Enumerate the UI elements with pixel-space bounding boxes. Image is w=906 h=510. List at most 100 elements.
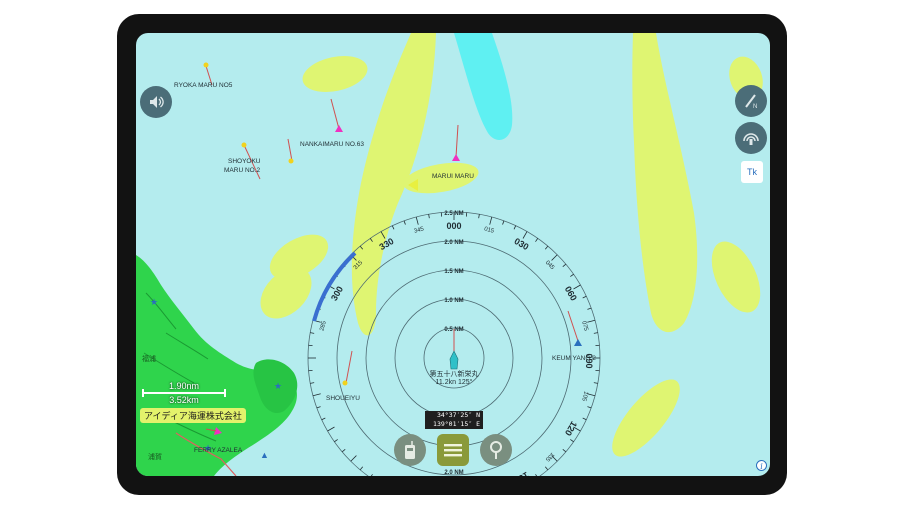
north-up-button[interactable]: N	[735, 85, 767, 117]
svg-text:★: ★	[274, 381, 282, 391]
bearing-135: 135	[543, 451, 555, 463]
bearing-tick	[573, 284, 581, 290]
bearing-000: 000	[446, 221, 461, 231]
radio-icon	[405, 441, 415, 459]
range-label-1.0: 1.0 NM	[444, 298, 463, 304]
caution-zones	[260, 33, 763, 457]
vessel-label: MARUI MARU	[432, 173, 474, 180]
bearing-tick	[369, 238, 373, 242]
signal-button[interactable]	[735, 122, 767, 154]
nautical-map[interactable]: 福浦 浦賀 ★ ★ ★ ▲ 0.5 NM 1.0 NM 1.5 NM 2.0 N…	[136, 33, 770, 476]
bearing-tick	[316, 406, 321, 409]
svg-text:★: ★	[204, 443, 212, 453]
position-readout: 34°37′25″ N 139°01′15″ E	[425, 411, 483, 429]
bearing-315: 315	[353, 259, 365, 271]
bearing-tick	[312, 393, 321, 397]
bearing-tick	[403, 220, 406, 225]
own-ship-icon	[449, 350, 459, 370]
bearing-tick	[544, 466, 549, 471]
bearing-tick	[582, 417, 587, 421]
bearing-105: 105	[580, 390, 589, 402]
bearing-120: 120	[563, 419, 579, 437]
bearing-tick	[327, 426, 335, 432]
own-ship-speed: 11.2kn 125°	[436, 378, 473, 386]
bearing-tick	[391, 225, 395, 230]
menu-button[interactable]	[437, 434, 469, 466]
vessel-ryoka-maru[interactable]: RYOKA MARU NO5	[174, 62, 233, 90]
scale-bar	[142, 389, 226, 397]
bearing-tick	[587, 393, 596, 397]
bearing-285: 285	[319, 320, 328, 332]
vessel-keum-yang[interactable]: KEUM YANG 2	[552, 310, 596, 362]
bearing-tick	[587, 319, 596, 323]
vessel-layer: RYOKA MARU NO5 NANKAIMARU NO.63 SHOYOKU …	[174, 62, 596, 454]
bearing-tick	[341, 448, 346, 453]
bearing-tick	[428, 214, 430, 219]
bearing-015: 015	[483, 226, 495, 235]
vessel-label: FERRY AZALEA	[194, 447, 243, 454]
search-button[interactable]	[480, 434, 512, 466]
bearing-tick	[380, 231, 386, 239]
bearing-tick	[513, 225, 517, 230]
speaker-icon	[150, 96, 164, 108]
bearing-tick	[535, 238, 539, 242]
svg-text:▲: ▲	[260, 450, 269, 460]
bearing-tick	[535, 474, 538, 476]
vessel-label: SHOYOKU	[228, 158, 261, 165]
longitude: 139°01′15″ E	[433, 420, 480, 428]
bearing-tick	[544, 245, 549, 250]
land-label-uraga: 浦賀	[148, 452, 162, 461]
vessel-ferry-azalea[interactable]: FERRY AZALEA	[194, 427, 243, 454]
bearing-tick	[562, 448, 567, 453]
tk-button[interactable]: Tk	[741, 161, 763, 183]
bearing-150: 150	[512, 470, 530, 476]
bearing-tick	[415, 216, 419, 225]
bearing-tick	[478, 214, 480, 219]
info-button[interactable]: i	[756, 460, 767, 471]
bearing-030: 030	[512, 236, 530, 252]
bearing-tick	[593, 332, 598, 334]
own-ship[interactable]: 第五十八新栄丸 11.2kn 125°	[430, 329, 479, 386]
radio-button[interactable]	[394, 434, 426, 466]
bearing-tick	[489, 216, 493, 225]
sound-button[interactable]	[140, 86, 172, 118]
vessel-label: KEUM YANG 2	[552, 355, 596, 362]
bearing-tick	[350, 455, 357, 462]
range-label-2.0: 2.0 NM	[444, 240, 463, 246]
vessel-shoyoku[interactable]: SHOYOKU MARU NO.2	[224, 138, 294, 180]
bearing-labels: 000 030 060 090 120 150 180 300 330	[329, 221, 594, 476]
scale-nm: 1.90nm	[168, 381, 200, 391]
vessel-nankaimaru[interactable]: NANKAIMARU NO.63	[300, 98, 364, 148]
bearing-tick	[570, 439, 574, 443]
land-label-fukuura: 福浦	[142, 354, 156, 363]
range-label-bottom: 2.0 NM	[444, 470, 463, 476]
vessel-marui-maru[interactable]: MARUI MARU	[408, 124, 474, 191]
bearing-tick	[334, 439, 338, 443]
menu-icon	[444, 444, 462, 457]
bearing-tick	[562, 263, 567, 268]
bearing-075: 075	[580, 320, 589, 332]
bearing-tick	[502, 220, 505, 225]
vessel-shoueiyu[interactable]: SHOUEIYU	[326, 350, 360, 402]
range-label-1.5: 1.5 NM	[444, 269, 463, 275]
bearing-tick	[310, 382, 315, 384]
vessel-label: SHOUEIYU	[326, 395, 360, 402]
range-label-2.5: 2.5 NM	[444, 211, 463, 217]
bearing-tick	[310, 332, 315, 334]
latitude: 34°37′25″ N	[436, 411, 480, 419]
vessel-label: RYOKA MARU NO5	[174, 82, 233, 89]
bearing-tick	[582, 295, 587, 299]
bearing-045: 045	[544, 260, 556, 272]
bearing-345: 345	[413, 226, 425, 235]
bearing-tick	[522, 231, 528, 239]
north-up-icon: N	[745, 94, 757, 110]
vessel-label: NANKAIMARU NO.63	[300, 141, 364, 148]
channel-zone	[454, 33, 513, 140]
bearing-tick	[573, 426, 581, 432]
map-screen[interactable]: 福浦 浦賀 ★ ★ ★ ▲ 0.5 NM 1.0 NM 1.5 NM 2.0 N…	[136, 33, 770, 476]
bearing-tick	[551, 455, 558, 462]
svg-text:N: N	[753, 104, 757, 110]
bearing-tick	[593, 382, 598, 384]
bearing-tick	[370, 474, 373, 476]
heading-arc	[312, 251, 357, 322]
